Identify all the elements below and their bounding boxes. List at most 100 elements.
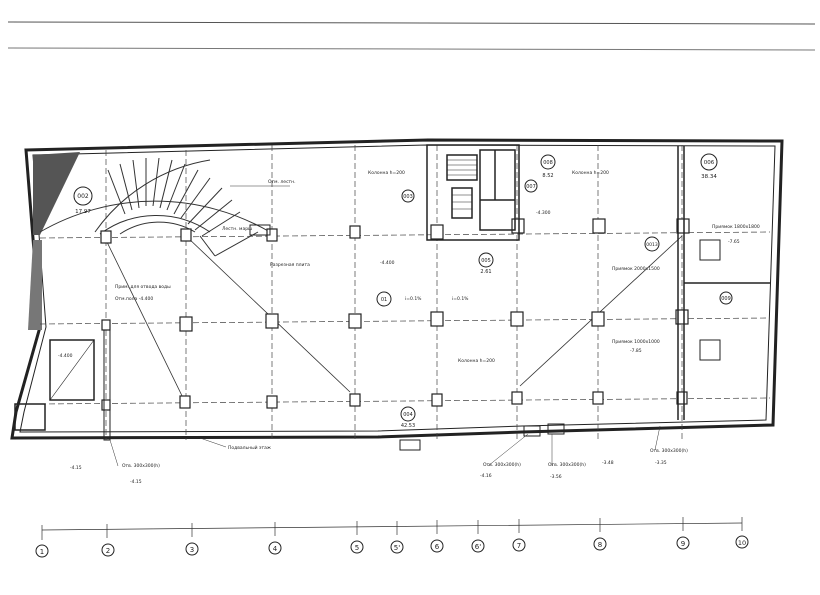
room-tag-004: 004 42.53 bbox=[400, 406, 416, 429]
elevation-mark: -4.15 bbox=[130, 479, 142, 485]
pit-symbols bbox=[249, 224, 721, 451]
column bbox=[101, 399, 111, 411]
column bbox=[511, 391, 523, 405]
note: Прим. для отвода воды bbox=[115, 284, 171, 290]
axis-marker: 10 bbox=[735, 535, 749, 549]
room-number: 006 bbox=[704, 160, 715, 166]
room-tag-006: 006 38.34 bbox=[700, 153, 718, 180]
column bbox=[591, 311, 605, 327]
elevation-mark: -3.56 bbox=[550, 474, 562, 480]
column bbox=[179, 316, 193, 332]
column bbox=[348, 313, 362, 329]
elevation-mark: -4.400 bbox=[58, 353, 73, 359]
slope-mark: i=0.1% bbox=[405, 296, 422, 302]
column bbox=[349, 393, 361, 407]
axis-marker: 8 bbox=[593, 537, 607, 551]
column bbox=[592, 391, 604, 405]
axis-marker: 7 bbox=[512, 538, 526, 552]
hatched-wall bbox=[28, 152, 80, 330]
column bbox=[265, 313, 279, 329]
axis-marker: 9 bbox=[676, 536, 690, 550]
note: Колонна h=200 bbox=[572, 170, 609, 176]
note: Лестн. марш bbox=[222, 226, 252, 232]
axis-markers: 1 2 3 4 5 5' 6 6' 7 8 9 10 bbox=[35, 535, 749, 558]
svg-text:5: 5 bbox=[355, 544, 359, 552]
room-number: 008 bbox=[543, 160, 553, 166]
axis-marker: 2 bbox=[101, 543, 115, 557]
elevation-mark: -4.16 bbox=[480, 473, 492, 479]
room-number: 004 bbox=[403, 412, 413, 418]
svg-text:5': 5' bbox=[394, 544, 400, 552]
column bbox=[100, 230, 112, 244]
room-tag-009: 009 bbox=[719, 291, 733, 305]
note: Отв. 300x300(h) bbox=[122, 463, 160, 469]
axis-marker: 4 bbox=[268, 541, 282, 555]
note: Подвальный этаж bbox=[228, 444, 271, 451]
axis-marker: 5 bbox=[350, 540, 364, 554]
note: Отв. 300x300(h) bbox=[548, 462, 586, 468]
column bbox=[675, 309, 689, 325]
axis-marker: 1 bbox=[35, 544, 49, 558]
room-number: 01 bbox=[381, 297, 387, 303]
room-tag-008: 008 8.52 bbox=[540, 154, 556, 179]
column bbox=[266, 395, 278, 409]
annotations: Отм. лестн. Колонна h=200 Колонна h=200 … bbox=[58, 170, 760, 485]
room-number: 007 bbox=[526, 184, 536, 190]
note: Разрезная плита bbox=[270, 262, 310, 268]
curved-stair bbox=[39, 157, 271, 257]
column bbox=[431, 393, 443, 407]
slope-mark: i=0.1% bbox=[452, 296, 469, 302]
room-area: 38.34 bbox=[701, 174, 717, 180]
stair-core bbox=[426, 144, 520, 241]
room-area: 8.52 bbox=[542, 173, 553, 179]
column bbox=[430, 224, 444, 240]
svg-text:9: 9 bbox=[681, 540, 685, 548]
room-tag-005: 005 2.61 bbox=[478, 252, 494, 275]
svg-text:6: 6 bbox=[435, 543, 440, 551]
svg-text:1: 1 bbox=[40, 548, 44, 556]
room-tag-0013: 0013 bbox=[644, 236, 660, 252]
room-tags: 002 17.97 006 38.34 008 8.52 007 004 42.… bbox=[73, 153, 733, 429]
room-tag-007: 007 bbox=[524, 179, 538, 193]
frame-line-top bbox=[7, 21, 816, 25]
svg-text:3: 3 bbox=[190, 546, 194, 554]
note: Приямок 1800x1800 bbox=[712, 224, 760, 230]
column bbox=[592, 218, 606, 234]
room-number: 005 bbox=[481, 258, 491, 264]
svg-text:6': 6' bbox=[475, 543, 481, 551]
room-tag-01: 01 bbox=[376, 291, 392, 307]
elevation-mark: -4.300 bbox=[536, 210, 551, 216]
axis-marker: 3 bbox=[185, 542, 199, 556]
room-number: 009 bbox=[721, 296, 731, 302]
svg-text:8: 8 bbox=[598, 541, 602, 549]
note: Колонна h=200 bbox=[458, 358, 495, 364]
axis-marker: 5' bbox=[390, 540, 404, 554]
axis-marker: 6 bbox=[430, 539, 444, 553]
room-area: 2.61 bbox=[480, 269, 491, 275]
room-area: 42.53 bbox=[401, 423, 415, 429]
note: Отв. 300x300(h) bbox=[483, 462, 521, 468]
note: Приямок 2000x1500 bbox=[612, 266, 660, 272]
room-tag-002: 002 17.97 bbox=[73, 186, 93, 215]
column bbox=[511, 218, 525, 234]
room-number: 002 bbox=[77, 193, 89, 200]
note: Колонна h=200 bbox=[368, 170, 405, 176]
room-area: 17.97 bbox=[75, 209, 91, 215]
right-room-wall bbox=[677, 146, 770, 420]
dimension-chain bbox=[41, 517, 743, 540]
note: Отм. лестн. bbox=[268, 179, 296, 185]
elevation-mark: -7.65 bbox=[728, 239, 740, 245]
elevation-mark: -7.85 bbox=[630, 348, 642, 354]
column bbox=[676, 391, 688, 405]
elevation-mark: -3.48 bbox=[602, 460, 614, 466]
column bbox=[349, 225, 361, 239]
elevation-mark: -3.35 bbox=[655, 460, 667, 466]
left-lower-room bbox=[14, 329, 111, 441]
column bbox=[180, 228, 192, 242]
axis-grid bbox=[39, 145, 771, 440]
column bbox=[101, 319, 111, 331]
svg-text:2: 2 bbox=[106, 547, 110, 555]
svg-text:10: 10 bbox=[738, 539, 746, 547]
room-number: 003 bbox=[403, 194, 413, 200]
